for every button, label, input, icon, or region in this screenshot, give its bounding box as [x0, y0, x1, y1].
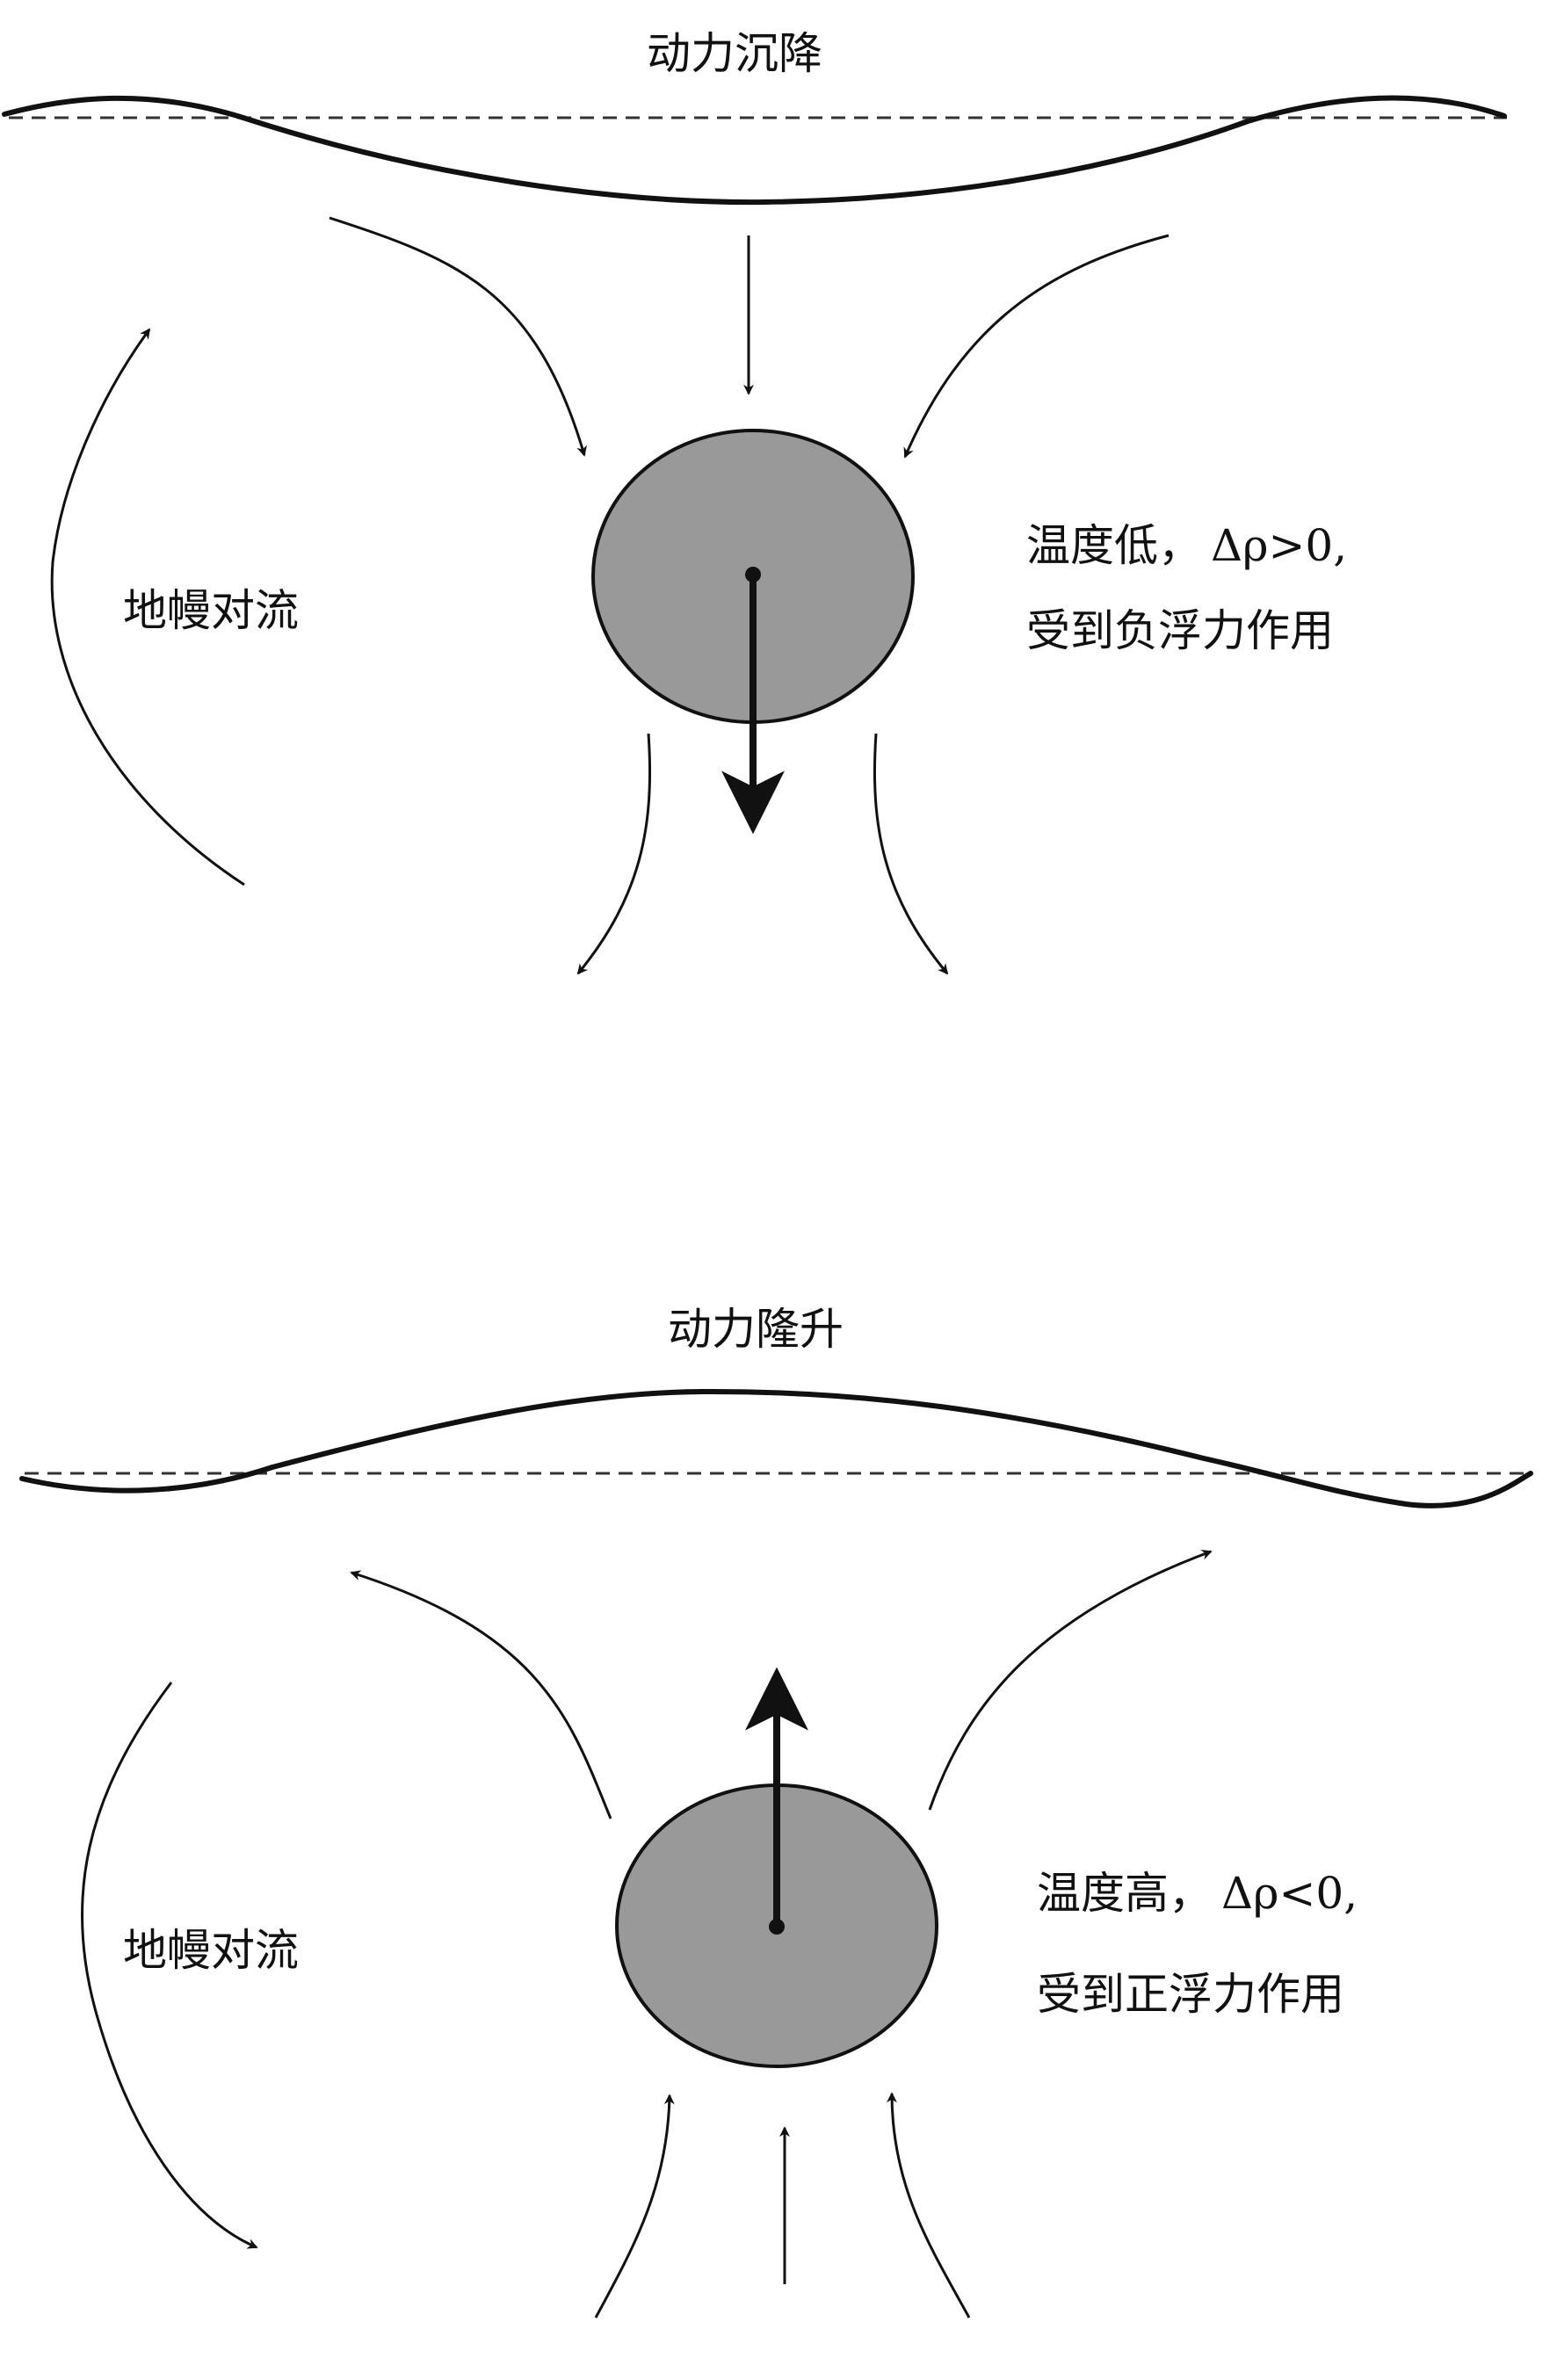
state-description-line2: 受到负浮力作用 [1026, 605, 1334, 656]
state-text: 温度高， [1037, 1868, 1213, 1919]
state-description-line1: 温度低，Δρ>0, [1026, 520, 1347, 571]
flow-arrow-lower-right-outflow [873, 733, 949, 975]
flow-arrow-left-inflow [329, 216, 587, 457]
flow-arrow-lower-left-inflow [594, 2094, 675, 2319]
state-description-line2: 受到正浮力作用 [1037, 1969, 1344, 2020]
panel-dynamic-subsidence: 动力沉降 地幔对流 温度低，Δρ>0, 受到负浮力作用 [2, 28, 1507, 975]
panel-title: 动力隆升 [668, 1304, 844, 1355]
state-text: 温度低， [1026, 520, 1202, 571]
panel-dynamic-uplift: 动力隆升 地幔对流 温度高，Δρ<0, 受到正浮力作用 [19, 1304, 1533, 2319]
density-contrast-formula: Δρ<0, [1221, 1868, 1358, 1919]
convection-label: 地幔对流 [123, 585, 299, 636]
density-contrast-formula: Δρ>0, [1211, 520, 1347, 571]
flow-arrow-upper-right-outflow [928, 1549, 1213, 1811]
flow-arrow-lower-left-outflow [576, 733, 652, 975]
state-description-line1: 温度高，Δρ<0, [1037, 1868, 1358, 1919]
mantle-convection-arc-downward [80, 1682, 258, 2249]
mantle-convection-arc-upward [50, 328, 245, 886]
convection-label: 地幔对流 [123, 1925, 299, 1976]
uplifted-surface-curve [19, 1388, 1533, 1508]
flow-arrow-upper-left-outflow [350, 1570, 612, 1819]
panel-title: 动力沉降 [647, 28, 822, 79]
depressed-surface-curve [2, 95, 1507, 206]
flow-arrow-lower-right-inflow [887, 2092, 971, 2319]
flow-arrow-right-inflow [903, 234, 1170, 459]
